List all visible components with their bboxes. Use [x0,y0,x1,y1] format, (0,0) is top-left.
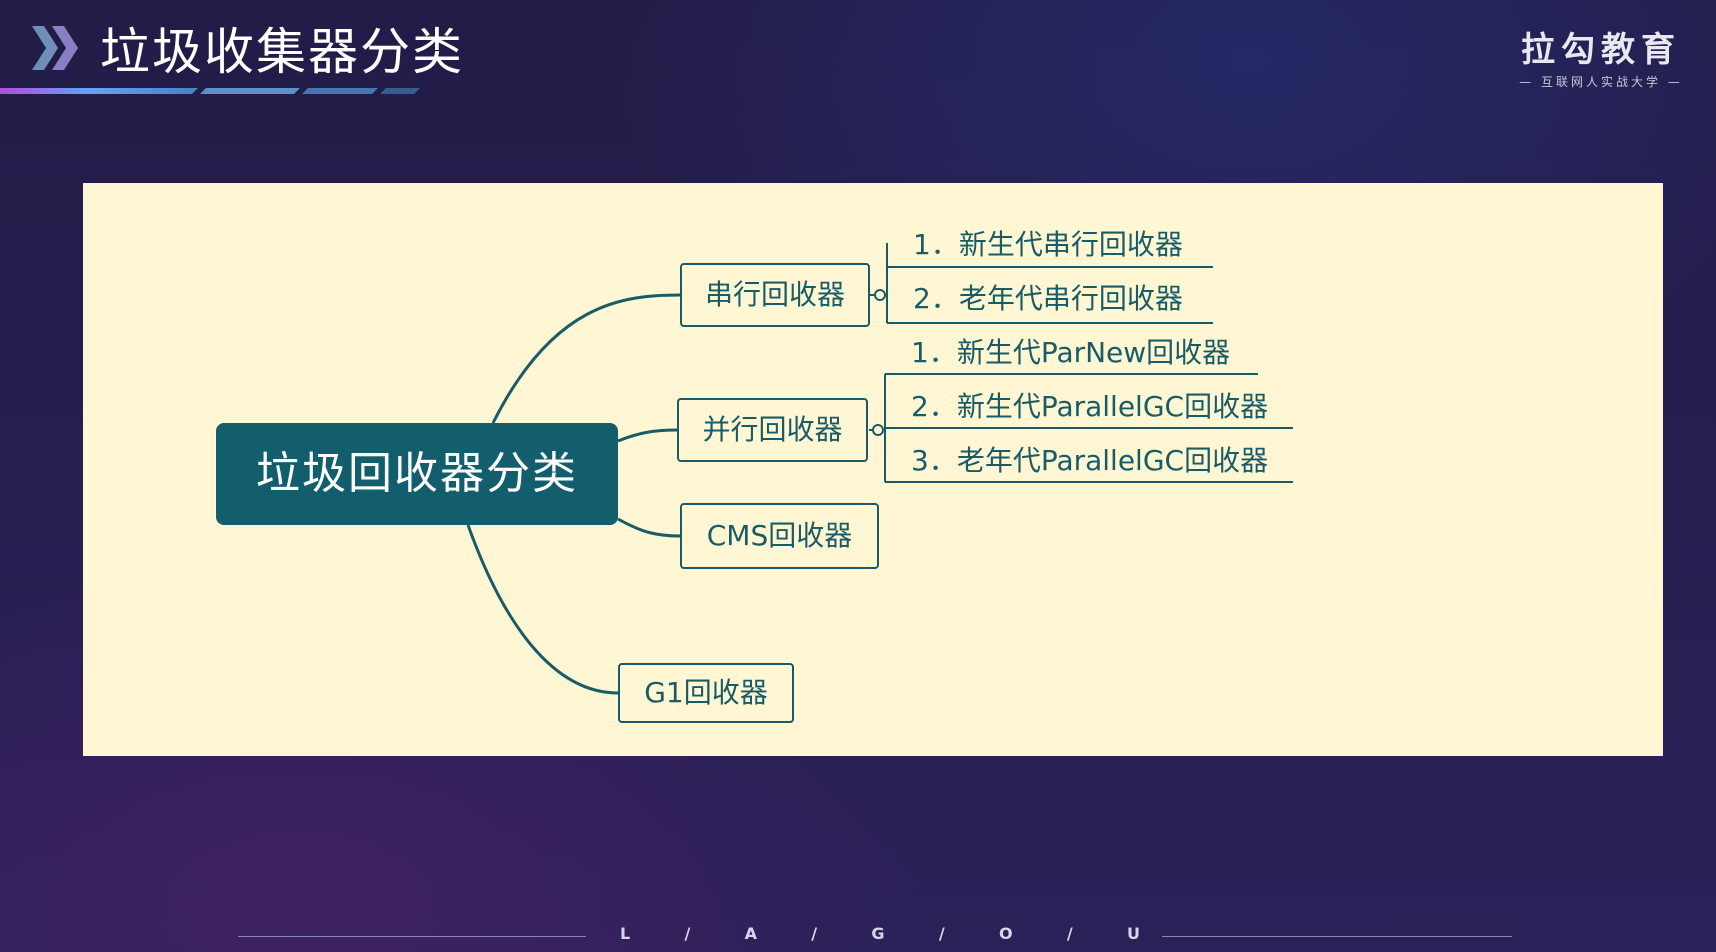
mindmap-connectors [466,243,1293,695]
connector-serial [491,293,681,424]
footer-letter: / [811,924,818,943]
brand-logo: 拉勾教育 — 互联网人实战大学 — [1516,22,1686,90]
root-node: 垃圾回收器分类 [216,423,618,525]
leaf-parallel-3: 3．老年代ParallelGC回收器 [911,444,1269,477]
leaf-serial-2: 2．老年代串行回收器 [913,282,1183,315]
footer-letter: O [998,924,1013,943]
connector-parallel [617,428,678,443]
mindmap-panel: 垃圾回收器分类 串行回收器 并行回收器 CMS回收器 G1回收器 1．新生代串行… [83,183,1663,756]
branch-serial: 串行回收器 [680,263,870,327]
leaf-parallel-1: 1．新生代ParNew回收器 [911,336,1231,369]
branch-g1: G1回收器 [618,663,794,723]
footer: L / A / G / O / U [0,924,1716,948]
slide-title: 垃圾收集器分类 [100,23,464,81]
connector-g1 [466,524,619,695]
leaf-parallel-2: 2．新生代ParallelGC回收器 [911,390,1269,423]
bracket-node-parallel [872,424,884,436]
bracket-serial [869,243,888,323]
branch-cms: CMS回收器 [680,503,879,569]
brand-slogan: — 互联网人实战大学 — [1519,75,1683,89]
chevron-double-icon [32,26,78,70]
brand-name: 拉勾教育 [1521,30,1681,70]
footer-line-left [238,936,586,937]
connector-cms [617,517,681,538]
footer-letter: L [620,924,631,943]
footer-letter: U [1126,924,1140,943]
footer-line-right [1162,936,1512,937]
bracket-node-serial [874,289,886,301]
footer-letter: / [1066,924,1073,943]
footer-letter: A [744,924,757,943]
branch-parallel: 并行回收器 [677,398,868,462]
footer-letter: G [871,924,885,943]
title-underline [0,88,420,94]
footer-letters: L / A / G / O / U [620,924,1140,943]
leaf-serial-1: 1．新生代串行回收器 [913,228,1183,261]
footer-letter: / [938,924,945,943]
footer-letter: / [684,924,691,943]
